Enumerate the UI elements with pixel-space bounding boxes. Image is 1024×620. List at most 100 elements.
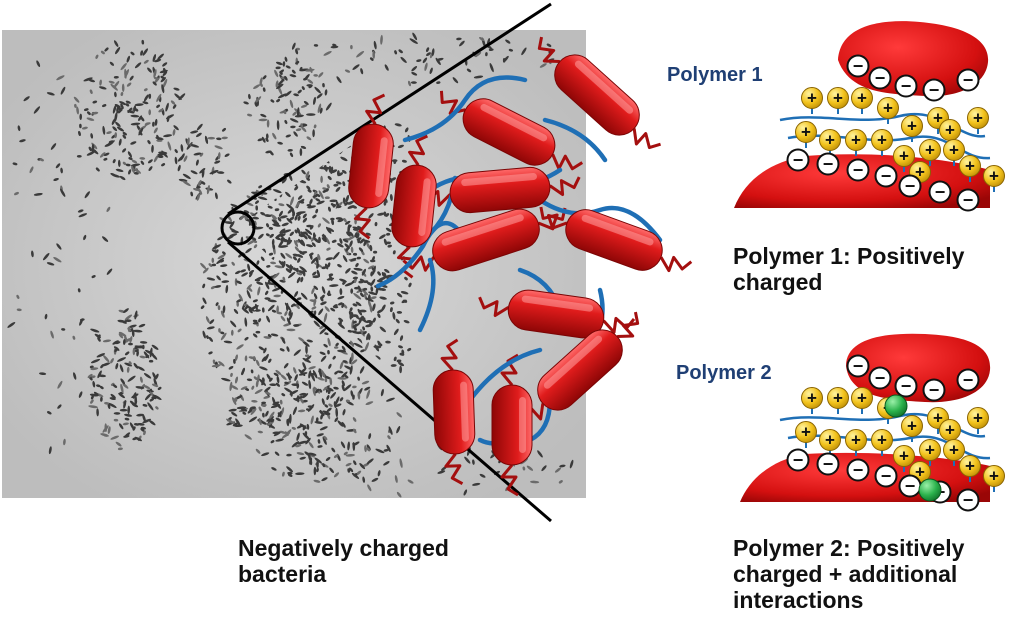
- bacterium-speck: [142, 418, 152, 424]
- bacterium-speck: [267, 299, 277, 303]
- bacterium-speck: [130, 114, 140, 118]
- bacterium-speck: [115, 362, 119, 370]
- bacterium-speck: [272, 132, 277, 140]
- bacterium-speck: [128, 157, 133, 161]
- positive-charge-symbol: +: [949, 141, 959, 160]
- bacterium-speck: [218, 361, 225, 367]
- bacterium-speck: [79, 318, 84, 326]
- bacterium-speck: [298, 372, 308, 376]
- bacterium-speck: [73, 372, 77, 380]
- bacterium-speck: [429, 67, 433, 75]
- bacterium-speck: [55, 163, 61, 169]
- bacterium-speck: [157, 386, 162, 390]
- bacterium-speck: [293, 397, 300, 402]
- bacterium-speck: [258, 417, 262, 426]
- bacterium-speck: [296, 432, 300, 441]
- bacterium-speck: [142, 403, 148, 407]
- bacterium-speck: [284, 302, 291, 311]
- positive-charge: +: [943, 139, 965, 161]
- bacterium-speck: [310, 372, 315, 382]
- bacterium-speck: [148, 419, 156, 426]
- bacterium-speck: [256, 281, 264, 286]
- bacterium-speck: [388, 426, 393, 435]
- bacterium-speck: [216, 137, 222, 141]
- bacterium-speck: [312, 275, 320, 279]
- bacterium-speck: [355, 233, 360, 239]
- bacterium-speck: [335, 200, 340, 209]
- bacterium-speck: [281, 229, 292, 234]
- bacterium-speck: [306, 177, 310, 181]
- bacterium-speck: [143, 430, 146, 436]
- bacterium-speck: [83, 108, 89, 112]
- bacterium-speck: [269, 383, 277, 387]
- bacterium-speck: [322, 463, 326, 468]
- bacterium-speck: [302, 213, 307, 219]
- magnification-cone: [220, 2, 552, 523]
- bacterium-speck: [296, 297, 302, 301]
- bacterium-speck: [155, 136, 164, 141]
- positive-charge-symbol: +: [851, 431, 861, 450]
- bacteria-caption-line: Negatively charged: [238, 535, 449, 561]
- bacterium-speck: [136, 413, 144, 417]
- bacterium-speck: [313, 320, 320, 327]
- bacterium-speck: [272, 243, 276, 250]
- bacterium-speck: [154, 58, 162, 63]
- rod-highlight: [543, 335, 603, 389]
- positive-charge: +: [819, 429, 841, 451]
- negative-charge-ring: [874, 164, 898, 188]
- bacterium-speck: [113, 40, 119, 47]
- bacterium-speck: [230, 384, 239, 390]
- bacterium-speck: [244, 434, 252, 440]
- rod-highlight: [375, 137, 388, 197]
- bacterium-speck: [100, 396, 103, 402]
- bacterium-speck: [162, 79, 168, 89]
- bacterium-rod: [432, 369, 476, 455]
- additional-interaction-group: [918, 478, 942, 502]
- bacterium-speck: [206, 277, 216, 281]
- bacterium-speck: [222, 251, 226, 255]
- bacterium-speck: [72, 335, 76, 340]
- bacterium-speck: [278, 203, 285, 207]
- bacterium-rod: [432, 208, 540, 272]
- bacterium-speck: [277, 217, 282, 222]
- bacterium-speck: [102, 104, 107, 108]
- bacterium-speck: [249, 407, 252, 413]
- bacterium-speck: [274, 403, 279, 407]
- bacterium-speck: [254, 276, 264, 281]
- positive-charge-bead: [943, 139, 965, 161]
- negative-charge-ring: [922, 378, 946, 402]
- bacterium-speck: [178, 178, 188, 182]
- rod-body: [554, 54, 640, 136]
- positive-charge: +: [901, 115, 923, 137]
- bacterium-speck: [383, 461, 390, 466]
- bacterium-speck: [99, 86, 107, 90]
- bacterium-speck: [118, 392, 126, 399]
- bacterium-speck: [145, 349, 154, 355]
- bacterium-speck: [74, 103, 77, 108]
- bacterium-speck: [317, 439, 321, 444]
- rod-highlight: [581, 214, 654, 246]
- bacterium-speck: [96, 353, 106, 358]
- bacterium-speck: [114, 347, 119, 353]
- bacterium-speck: [300, 104, 308, 108]
- bacterium-speck: [370, 271, 374, 277]
- bacterium-speck: [385, 340, 391, 344]
- bacterium-speck: [162, 62, 168, 67]
- bacterium-speck: [379, 326, 386, 333]
- bacterium-speck: [357, 285, 362, 292]
- bacterium-speck: [377, 470, 381, 477]
- positive-charge: +: [983, 165, 1005, 187]
- bacterium-speck: [96, 408, 99, 417]
- bacterium-speck: [459, 40, 465, 47]
- positive-charge-symbol: +: [915, 163, 925, 182]
- bacterium-speck: [305, 437, 311, 445]
- bacterium-speck: [315, 198, 321, 202]
- positive-charge-symbol: +: [801, 423, 811, 442]
- bacterium-speck: [174, 93, 182, 100]
- bacterium-speck: [122, 422, 129, 426]
- bacterium-speck: [485, 52, 488, 57]
- polymer-chain: [542, 117, 608, 163]
- bacterium-speck: [265, 290, 269, 296]
- bacterium-speck: [142, 48, 149, 56]
- bacterium-speck: [261, 452, 270, 457]
